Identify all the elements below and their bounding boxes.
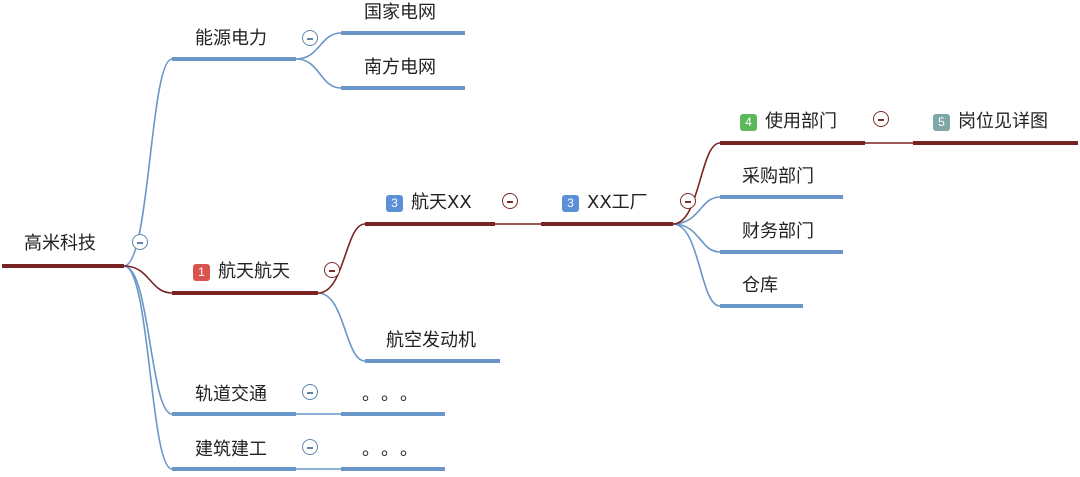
collapse-icon[interactable]: [680, 193, 696, 209]
collapse-icon[interactable]: [302, 30, 318, 46]
collapse-icon[interactable]: [132, 234, 148, 250]
aero-engine-label: 航空发动机: [386, 330, 476, 351]
root-node[interactable]: 高米科技: [24, 233, 96, 255]
branch-rail[interactable]: 轨道交通: [195, 384, 267, 406]
collapse-icon[interactable]: [873, 111, 889, 127]
branch-purchase-dept[interactable]: 采购部门: [742, 166, 814, 188]
branch-energy-label: 能源电力: [195, 28, 267, 49]
warehouse-label: 仓库: [742, 275, 778, 296]
rail-ellipsis-label: 。。。: [362, 384, 428, 405]
state-grid-label: 国家电网: [364, 2, 436, 23]
branch-finance-dept[interactable]: 财务部门: [742, 221, 814, 243]
branch-aero-xx[interactable]: 3 航天XX: [386, 192, 472, 214]
branch-aero[interactable]: 1 航天航天: [193, 261, 290, 283]
priority-badge: 4: [740, 113, 757, 131]
branch-usage-dept[interactable]: 4 使用部门: [740, 111, 837, 133]
priority-badge: 3: [562, 194, 579, 212]
priority-badge: 3: [386, 194, 403, 212]
priority-badge: 5: [933, 113, 950, 131]
branch-aero-label: 航天航天: [218, 261, 290, 282]
priority-badge: 1: [193, 263, 210, 281]
finance-dept-label: 财务部门: [742, 221, 814, 242]
branch-rail-label: 轨道交通: [195, 384, 267, 405]
branch-post-detail[interactable]: 5 岗位见详图: [933, 111, 1048, 133]
branch-south-grid[interactable]: 南方电网: [364, 57, 436, 79]
south-grid-label: 南方电网: [364, 57, 436, 78]
collapse-icon[interactable]: [324, 262, 340, 278]
branch-construction-label: 建筑建工: [195, 439, 267, 460]
branch-usage-dept-label: 使用部门: [765, 111, 837, 132]
branch-xx-factory[interactable]: 3 XX工厂: [562, 192, 648, 214]
branch-warehouse[interactable]: 仓库: [742, 275, 778, 297]
root-label: 高米科技: [24, 233, 96, 254]
branch-xx-factory-label: XX工厂: [587, 192, 648, 213]
branch-energy[interactable]: 能源电力: [195, 28, 267, 50]
construction-ellipsis[interactable]: 。。。: [362, 439, 428, 461]
branch-construction[interactable]: 建筑建工: [195, 439, 267, 461]
purchase-dept-label: 采购部门: [742, 166, 814, 187]
collapse-icon[interactable]: [302, 384, 318, 400]
construction-ellipsis-label: 。。。: [362, 439, 428, 460]
branch-post-detail-label: 岗位见详图: [958, 111, 1048, 132]
branch-aero-xx-label: 航天XX: [411, 192, 472, 213]
collapse-icon[interactable]: [302, 439, 318, 455]
branch-state-grid[interactable]: 国家电网: [364, 2, 436, 24]
collapse-icon[interactable]: [502, 193, 518, 209]
rail-ellipsis[interactable]: 。。。: [362, 384, 428, 406]
branch-aero-engine[interactable]: 航空发动机: [386, 330, 476, 352]
